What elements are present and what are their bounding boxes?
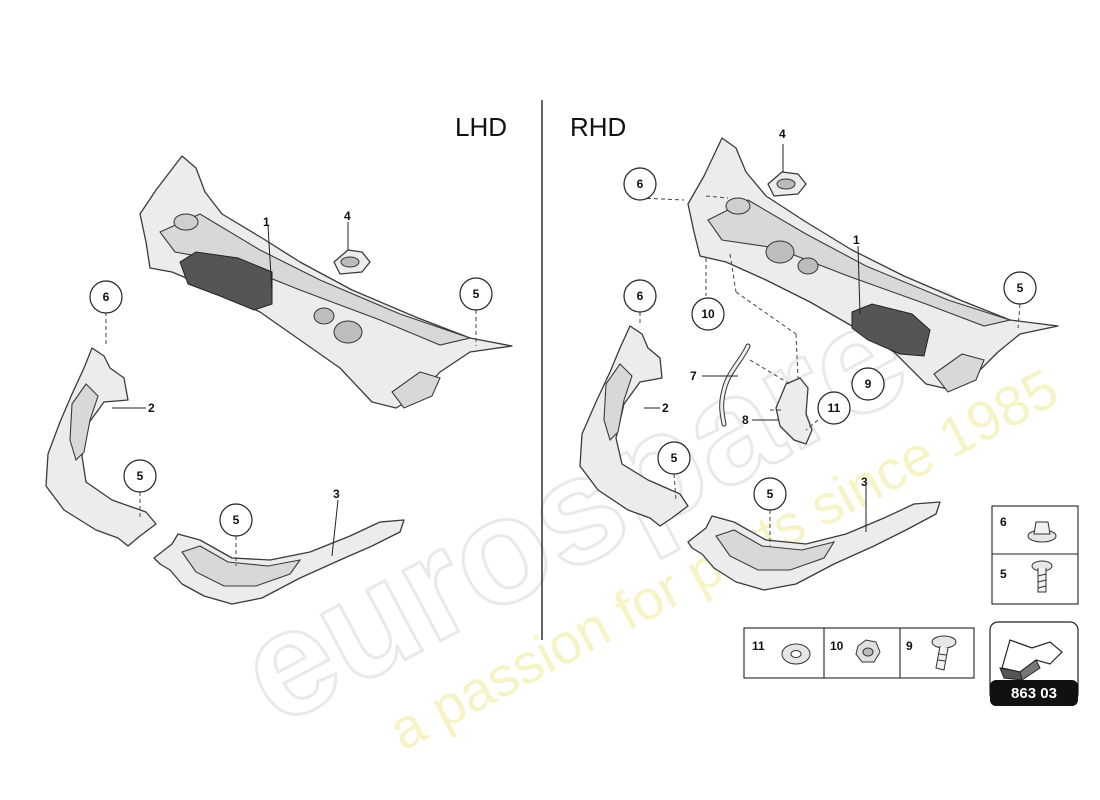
hex-nut-icon: [855, 639, 881, 663]
lhd-side-trim: [45, 347, 157, 547]
rhd-callout-2: 2: [662, 401, 669, 415]
legend-label-5: 5: [1000, 567, 1007, 581]
lhd-callout-5-top: 5: [473, 287, 480, 301]
bolt-icon: [931, 635, 957, 671]
reference-code: 863 03: [1011, 685, 1057, 702]
rhd-callout-5-top: 5: [1017, 281, 1024, 295]
rhd-callout-9: 9: [865, 377, 872, 391]
rhd-callout-7: 7: [690, 369, 697, 383]
push-clip-icon: [1027, 521, 1057, 543]
rhd-callout-6-side: 6: [637, 289, 644, 303]
washer-icon: [781, 643, 811, 665]
lhd-lower-trim: [153, 519, 405, 605]
rhd-callout-10: 10: [701, 307, 715, 321]
fastener-legend-vertical: 6 5: [991, 505, 1079, 605]
rhd-cowl-grille: [851, 303, 931, 357]
lhd-callout-1: 1: [263, 215, 270, 229]
rhd-side-trim: [579, 325, 689, 527]
rhd-callout-3: 3: [861, 475, 868, 489]
legend-label-11: 11: [752, 639, 765, 653]
rhd-lower-trim: [687, 501, 941, 591]
rhd-callout-8: 8: [742, 413, 749, 427]
rhd-assembly: 1 4 2 3 7 8 6 6 10 9 11 5 5 5: [579, 127, 1059, 591]
rhd-callout-5-lower: 5: [767, 487, 774, 501]
rhd-callout-1: 1: [853, 233, 860, 247]
rhd-callout-6-top: 6: [637, 177, 644, 191]
fastener-legend-horizontal: 11 10 9: [743, 627, 975, 679]
rhd-callout-11: 11: [828, 401, 841, 415]
lhd-callout-5-lower: 5: [233, 513, 240, 527]
lhd-callout-5-side: 5: [137, 469, 144, 483]
legend-label-10: 10: [830, 639, 844, 653]
lhd-callout-3: 3: [333, 487, 340, 501]
legend-label-6: 6: [1000, 515, 1007, 529]
lhd-callout-2: 2: [148, 401, 155, 415]
lhd-assembly: 1 4 2 3 6 5 5 5: [45, 155, 513, 605]
arrow-icon: [999, 639, 1063, 681]
legend-label-9: 9: [906, 639, 913, 653]
screw-icon: [1031, 560, 1053, 593]
lhd-cowl-grille: [179, 251, 273, 311]
rhd-callout-5-side: 5: [671, 451, 678, 465]
heading-rhd: RHD: [570, 112, 626, 142]
lhd-callout-4: 4: [344, 209, 351, 223]
lhd-callout-6: 6: [103, 290, 110, 304]
rhd-bracket: [775, 377, 813, 445]
rhd-callout-4: 4: [779, 127, 786, 141]
reference-badge: 863 03: [989, 621, 1079, 706]
heading-lhd: LHD: [455, 112, 507, 142]
